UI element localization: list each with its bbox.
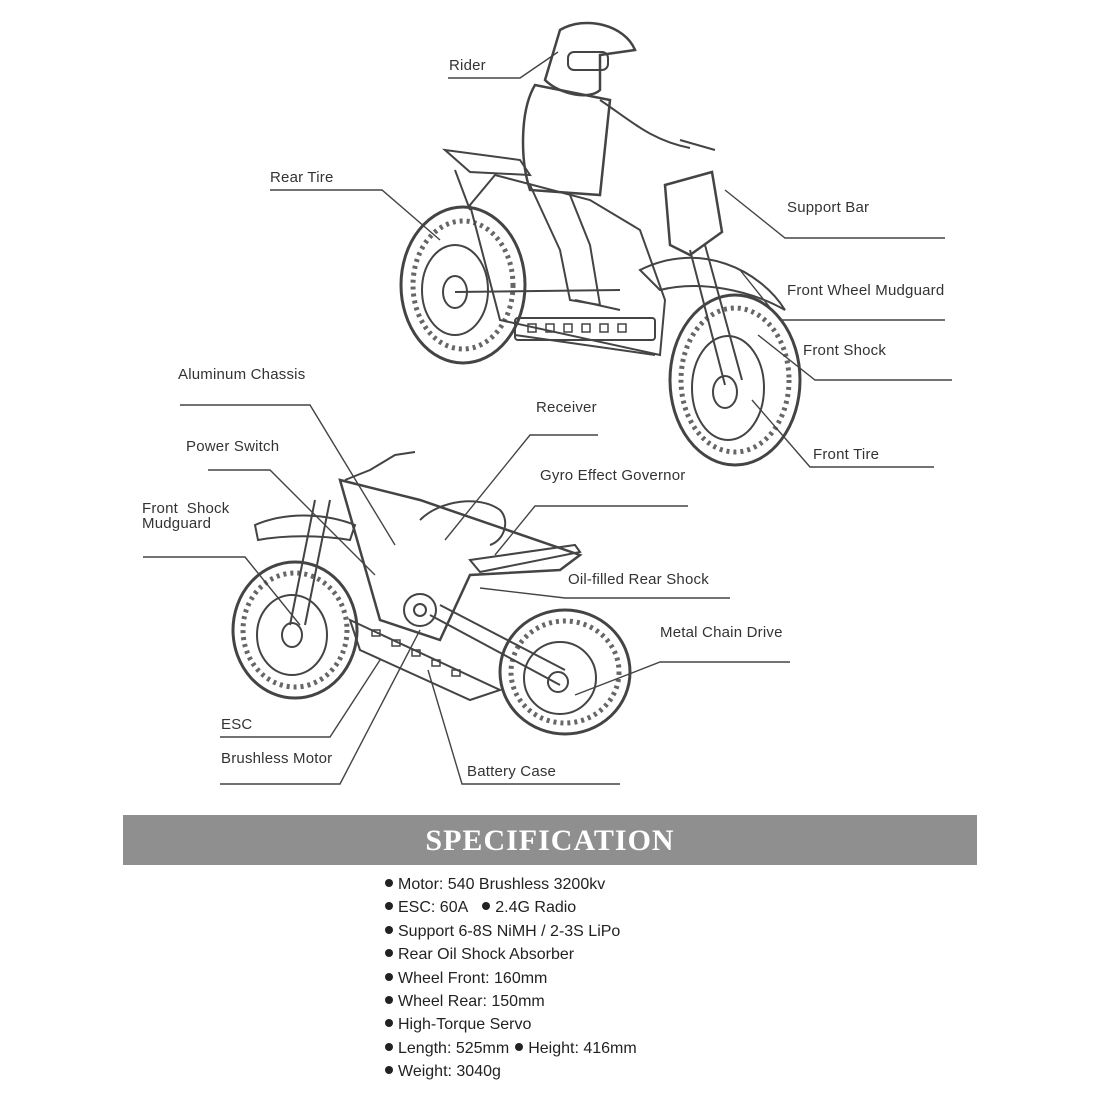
label-front-shock: Front Shock xyxy=(803,342,887,359)
bullet-icon xyxy=(385,1019,393,1028)
leader-lines xyxy=(143,51,952,785)
bullet-icon xyxy=(385,902,393,911)
bullet-icon xyxy=(385,972,393,981)
label-power-switch: Power Switch xyxy=(186,438,280,455)
bullet-icon xyxy=(385,879,393,887)
label-rider: Rider xyxy=(449,57,486,74)
label-brushless-motor: Brushless Motor xyxy=(221,750,333,767)
spec-item: Motor: 540 Brushless 3200kv xyxy=(385,873,637,896)
label-metal-chain-drive: Metal Chain Drive xyxy=(660,624,783,641)
bullet-icon xyxy=(385,996,393,1005)
bullet-icon xyxy=(385,1066,393,1075)
spec-item: Wheel Front: 160mm xyxy=(385,967,637,990)
label-support-bar: Support Bar xyxy=(787,199,870,216)
bullet-icon xyxy=(385,1042,393,1051)
label-front-tire: Front Tire xyxy=(813,446,880,463)
label-rear-tire: Rear Tire xyxy=(270,169,334,186)
bullet-icon xyxy=(385,949,393,958)
label-front-shock-mudguard: Front Shock Mudguard xyxy=(142,500,230,532)
specification-title: SPECIFICATION xyxy=(425,824,675,857)
spec-item: Rear Oil Shock Absorber xyxy=(385,943,637,966)
bullet-icon xyxy=(515,1042,524,1051)
label-oil-filled-rear-shock: Oil-filled Rear Shock xyxy=(568,571,709,588)
label-front-wheel-mudguard: Front Wheel Mudguard xyxy=(787,282,945,299)
specification-banner: SPECIFICATION xyxy=(123,815,977,865)
label-receiver: Receiver xyxy=(536,399,597,416)
spec-item: Wheel Rear: 150mm xyxy=(385,990,637,1013)
label-battery-case: Battery Case xyxy=(467,763,557,780)
bullet-icon xyxy=(482,902,491,911)
label-aluminum-chassis: Aluminum Chassis xyxy=(178,366,306,383)
spec-item: Support 6-8S NiMH / 2-3S LiPo xyxy=(385,920,637,943)
top-bike-drawing xyxy=(399,21,802,467)
spec-item: Weight: 3040g xyxy=(385,1060,637,1083)
bottom-bike-drawing xyxy=(231,451,632,736)
label-esc: ESC xyxy=(221,716,253,733)
bullet-icon xyxy=(385,925,393,934)
spec-item: High-Torque Servo xyxy=(385,1013,637,1036)
label-gyro-effect-governor: Gyro Effect Governor xyxy=(540,467,686,484)
